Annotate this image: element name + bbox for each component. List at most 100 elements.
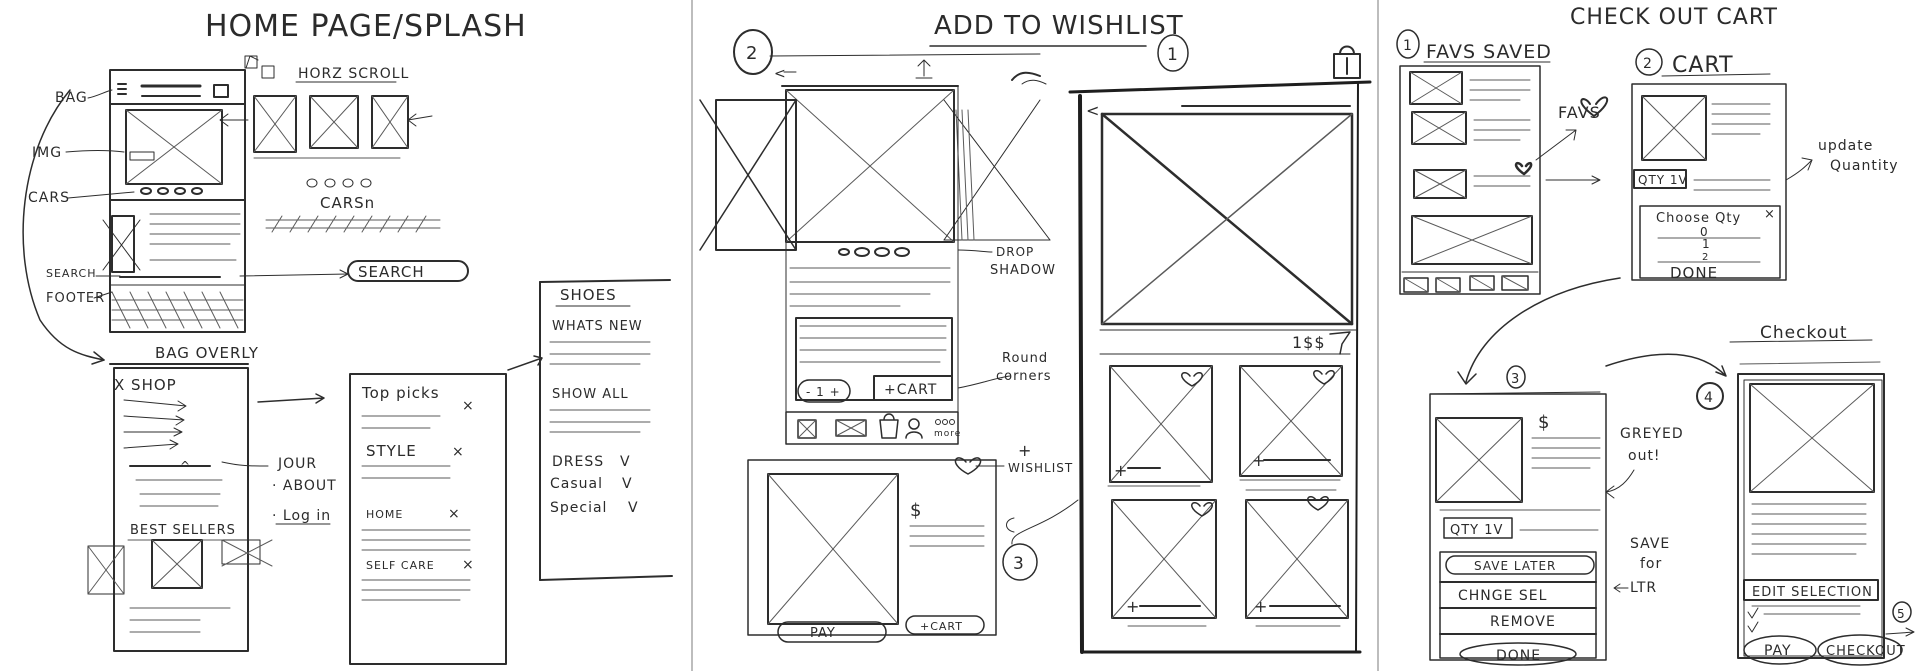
bag-icon-large[interactable] [1333, 53, 1361, 79]
menu-whats-new[interactable]: WHATS NEW [552, 319, 643, 334]
qty-option-2[interactable]: 2 [1702, 252, 1709, 263]
wishlist-item-1[interactable] [1109, 365, 1213, 483]
best-seller-card [151, 539, 203, 589]
qty-option-1[interactable]: 1 [1702, 237, 1711, 251]
add-to-cart-button[interactable] [873, 375, 953, 401]
menu-shoes[interactable]: SHOES [560, 286, 617, 304]
save-later-button[interactable] [1445, 555, 1595, 575]
wishlist-hero-image [1100, 112, 1354, 326]
remove-button[interactable]: REMOVE [1490, 614, 1556, 630]
wishlist-card [747, 459, 997, 636]
fav-item-heart-icon[interactable] [1514, 162, 1533, 176]
favs-saved-phone [1399, 65, 1541, 295]
home-close[interactable]: × [448, 506, 461, 522]
self-care-close[interactable]: × [462, 557, 475, 573]
overlay-login[interactable]: · Log in [272, 508, 331, 524]
step-2-number: 2 [746, 43, 758, 64]
edit-item-phone [1429, 393, 1607, 661]
edit-selection-label: EDIT SELECTION [1752, 585, 1873, 600]
panel-1-title: HOME PAGE/SPLASH [205, 9, 527, 44]
wishlist-item-3[interactable] [1111, 499, 1217, 619]
checkout-button[interactable] [1817, 634, 1903, 666]
overlay-about[interactable]: · ABOUT [272, 478, 337, 494]
nav-profile-icon[interactable] [908, 418, 920, 430]
nav-more[interactable]: more [934, 429, 961, 439]
checkout-button-label: CHECKOUT [1826, 644, 1906, 659]
step-3-number: 3 [1013, 554, 1025, 574]
menu-home[interactable]: HOME [366, 508, 403, 521]
bag-icon[interactable] [213, 84, 229, 98]
nav-bag-icon[interactable] [879, 413, 899, 439]
edit-selection-button[interactable] [1743, 579, 1879, 601]
checkout-pay-button[interactable] [1743, 635, 1817, 665]
item-1-plus-icon[interactable]: + [1114, 461, 1128, 480]
label-search: SEARCH [46, 267, 97, 280]
apple-pay-button[interactable] [777, 621, 887, 643]
panel-add-to-wishlist: ADD TO WISHLIST 2 1 < DROP [699, 11, 1372, 654]
nav-browse-icon[interactable] [835, 419, 867, 437]
item-4-plus-icon[interactable]: + [1254, 597, 1268, 616]
special-chevron: V [628, 500, 639, 516]
quantity-stepper[interactable] [797, 379, 851, 403]
item-2-heart-icon[interactable] [1313, 370, 1335, 385]
share-icon[interactable] [915, 59, 933, 79]
edit-item-image [1435, 417, 1523, 503]
overlay-journal[interactable]: JOUR [277, 456, 317, 472]
change-selection-button[interactable]: CHNGE SEL [1458, 588, 1547, 604]
label-cars: CARS [28, 190, 70, 206]
item-1-heart-icon[interactable] [1181, 372, 1203, 387]
search-button[interactable] [347, 260, 469, 282]
item-3-heart-icon[interactable] [1191, 502, 1213, 517]
wishlist-price-sort[interactable]: 1$$ [1292, 333, 1326, 352]
nav-home-icon[interactable] [797, 419, 817, 439]
filter-dress[interactable]: DRESS [552, 454, 604, 470]
casual-chevron: V [622, 476, 633, 492]
style-close[interactable]: × [452, 444, 465, 460]
cart-qty-label: QTY 1V [1638, 173, 1688, 187]
cart-qty-select[interactable] [1633, 169, 1687, 189]
item-3-plus-icon[interactable]: + [1126, 597, 1140, 616]
label-footer: FOOTER [46, 291, 105, 306]
choose-qty-close[interactable]: × [1764, 207, 1776, 222]
filter-icon[interactable] [1329, 331, 1351, 355]
wishlist-item-2[interactable] [1239, 365, 1343, 477]
choose-qty-done-button[interactable]: DONE [1670, 264, 1718, 282]
round-corners-label-2: corners [996, 369, 1052, 384]
cart-step-2-number: 2 [1643, 56, 1653, 72]
overlay-shop[interactable]: X SHOP [114, 376, 177, 394]
save-for-later-label-3: LTR [1630, 580, 1657, 596]
edit-qty-select[interactable] [1443, 517, 1513, 539]
label-img: IMG [32, 145, 62, 161]
menu-top-picks[interactable]: Top picks [361, 384, 440, 402]
wishlist-back[interactable]: < [1086, 101, 1100, 120]
favs-heart-icon [1580, 96, 1608, 117]
edit-step-3-badge [1506, 365, 1526, 389]
drop-shadow-hatch [955, 109, 975, 241]
step-1-number: 1 [1167, 45, 1179, 65]
filter-special[interactable]: Special [550, 500, 607, 516]
filter-casual[interactable]: Casual [550, 476, 603, 492]
menu-style[interactable]: STYLE [366, 442, 417, 460]
heart-icon[interactable] [954, 457, 982, 475]
panel-2-title: ADD TO WISHLIST [934, 11, 1184, 41]
qty-option-0[interactable]: 0 [1700, 225, 1709, 239]
drop-shadow-label-2: SHADOW [990, 263, 1056, 278]
back-chevron[interactable]: < [774, 66, 787, 82]
item-4-heart-icon[interactable] [1307, 496, 1329, 511]
menu-show-all[interactable]: SHOW ALL [552, 387, 629, 402]
cart-step-2-badge [1635, 48, 1663, 76]
item-2-plus-icon[interactable]: + [1252, 451, 1266, 470]
action-done-label: DONE [1496, 648, 1541, 664]
wishlist-item-4[interactable] [1245, 499, 1349, 619]
plus-wishlist-sign: + [1018, 441, 1032, 460]
greyed-out-label-1: GREYED [1620, 426, 1684, 442]
checkout-step-5-badge [1892, 601, 1912, 623]
checkout-step-4-number: 4 [1704, 390, 1714, 406]
action-done-button[interactable] [1459, 642, 1577, 666]
favs-step-1-number: 1 [1403, 38, 1413, 54]
overlay-caret: ^ [180, 459, 191, 473]
top-picks-close[interactable]: × [462, 398, 475, 414]
menu-self-care[interactable]: SELF CARE [366, 559, 435, 572]
panel-check-out-cart: CHECK OUT CART 1 FAVS SAVED [1396, 5, 1915, 666]
add-cart-small-button[interactable] [905, 615, 985, 635]
